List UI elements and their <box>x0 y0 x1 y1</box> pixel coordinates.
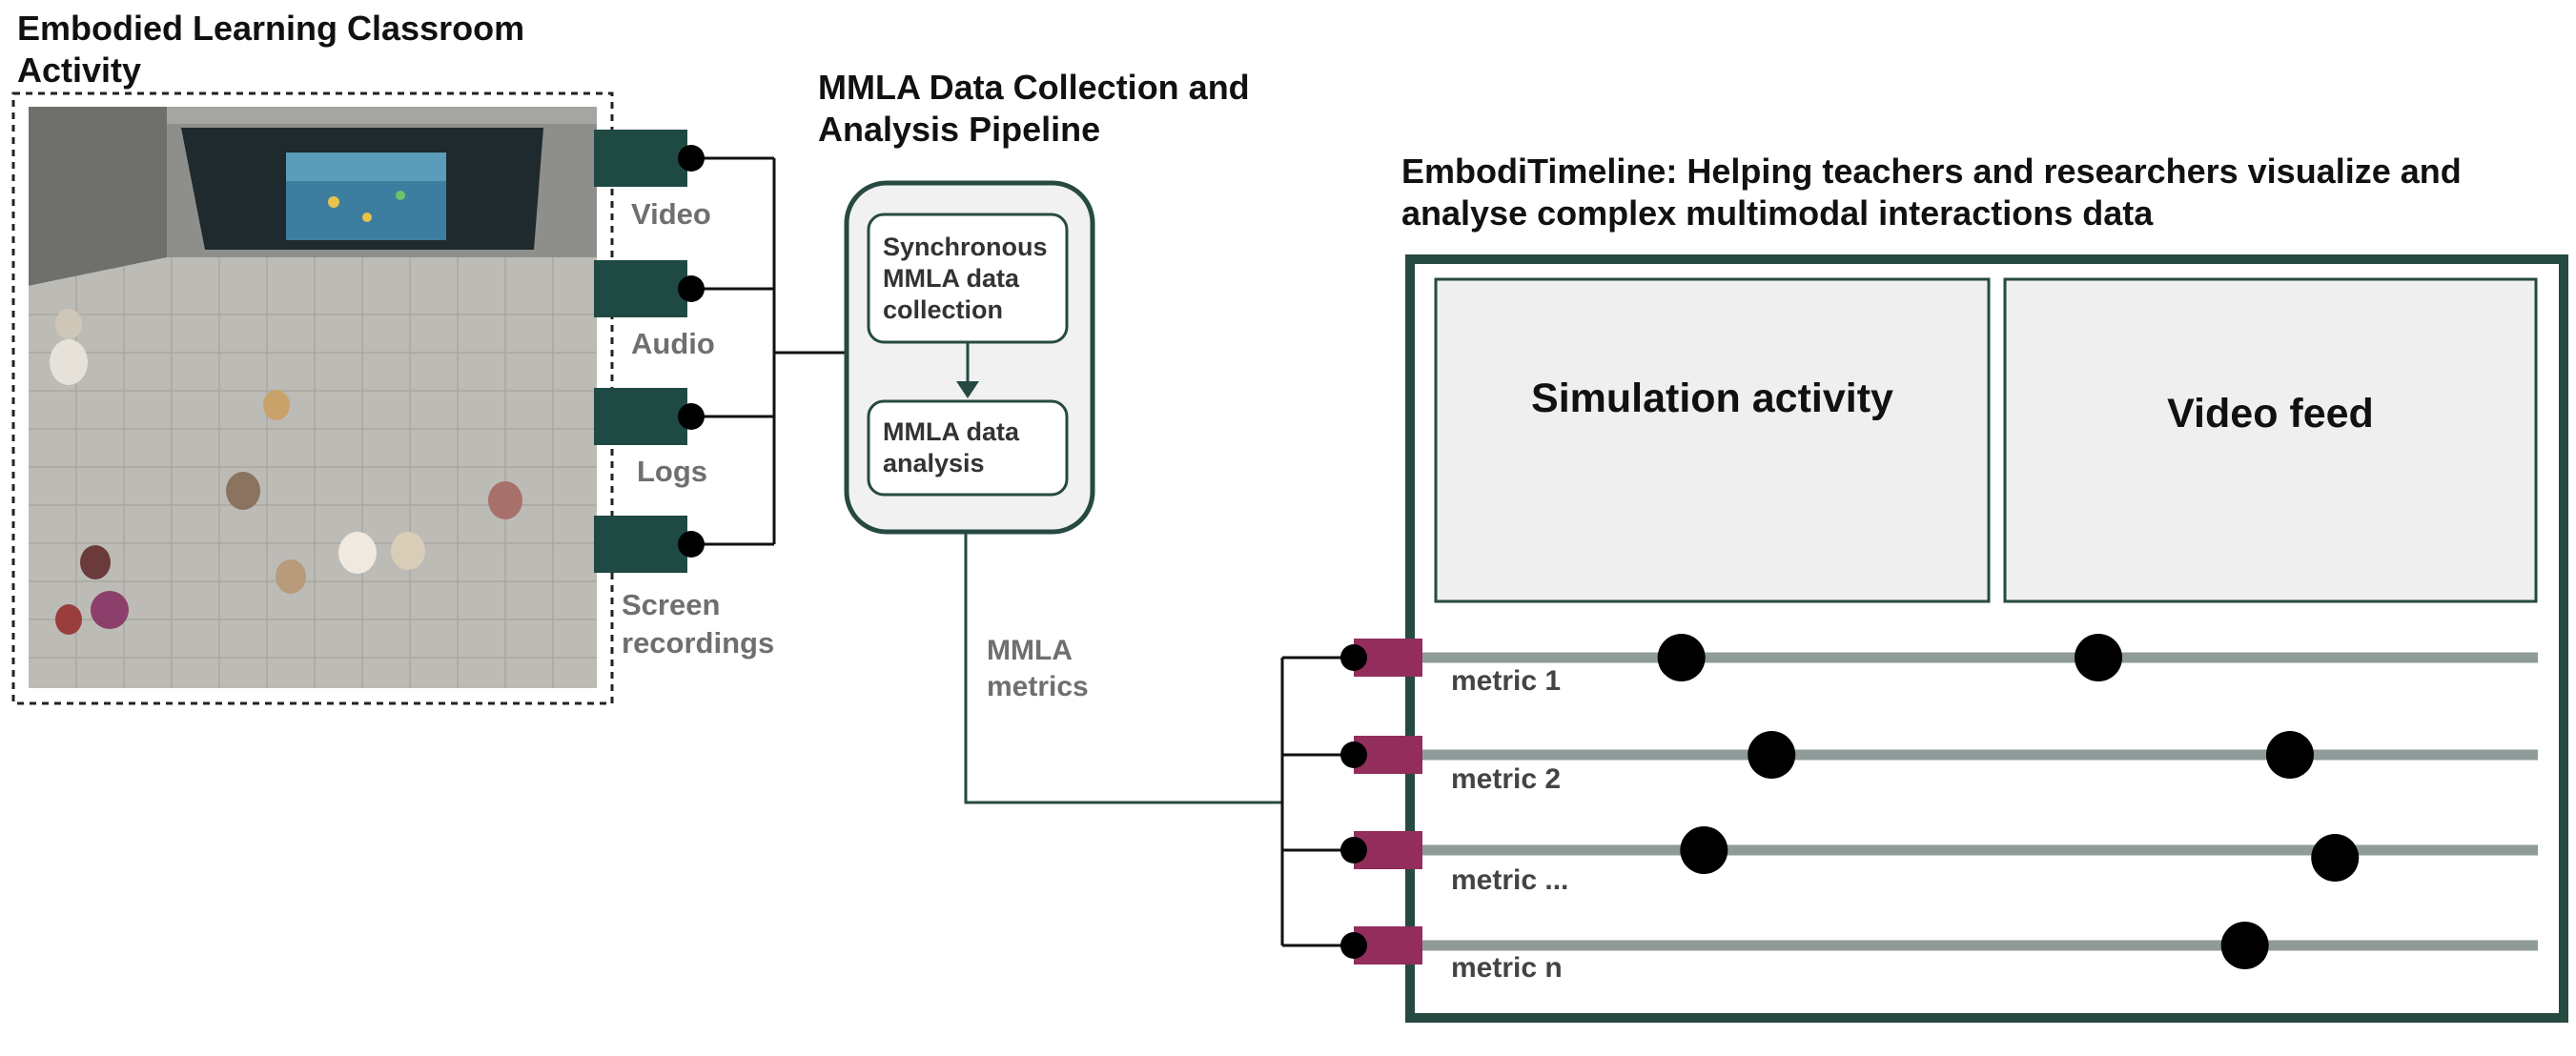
metrics-connector <box>964 532 1282 804</box>
metric-port-pin-3 <box>1340 837 1367 863</box>
metric-label-n: metric n <box>1451 952 1563 984</box>
metric-label-3: metric ... <box>1451 864 1569 896</box>
pipeline-title: MMLA Data Collection and Analysis Pipeli… <box>818 68 1250 149</box>
port-screen <box>594 516 687 573</box>
classroom-photo <box>11 91 614 705</box>
metric-event-marker[interactable] <box>1680 826 1728 874</box>
mmla-metrics-label: MMLA metrics <box>987 635 1089 702</box>
metric-port-pin-2 <box>1340 741 1367 768</box>
metric-port-pin-1 <box>1340 644 1367 671</box>
pipeline-box <box>844 180 1095 535</box>
metric-event-marker[interactable] <box>2265 731 2314 779</box>
pipeline-collection-text: Synchronous MMLA data collection <box>883 233 1048 324</box>
port-audio <box>594 260 687 317</box>
metrics-branch <box>1280 656 1356 947</box>
metric-event-marker[interactable] <box>2075 634 2123 681</box>
metric-event-marker[interactable] <box>2220 922 2269 969</box>
classroom-title: Embodied Learning Classroom Activity <box>17 9 525 90</box>
stream-label-audio: Audio <box>631 327 715 360</box>
stream-label-video: Video <box>631 197 711 231</box>
panel-simulation-activity: Simulation activity <box>1531 376 1893 421</box>
pipeline-analysis-text: MMLA data analysis <box>883 417 1019 477</box>
metric-tracks <box>1340 634 2538 969</box>
metric-port-pin-4 <box>1340 932 1367 959</box>
timeline-frame <box>1405 254 2568 1023</box>
metric-event-marker[interactable] <box>1748 731 1796 779</box>
panel-video-feed: Video feed <box>2167 391 2374 437</box>
stream-label-screen-recordings: Screen recordings <box>622 588 775 660</box>
metric-event-marker[interactable] <box>1657 634 1706 681</box>
stream-ports <box>594 130 705 573</box>
metric-label-2: metric 2 <box>1451 763 1562 795</box>
timeline-title: EmbodiTimeline: Helping teachers and res… <box>1401 152 2462 233</box>
port-logs <box>594 388 687 445</box>
metric-event-marker[interactable] <box>2311 834 2360 882</box>
stream-label-logs: Logs <box>637 455 708 488</box>
metric-label-1: metric 1 <box>1451 665 1562 697</box>
port-video <box>594 130 687 187</box>
stream-connectors <box>691 156 848 546</box>
